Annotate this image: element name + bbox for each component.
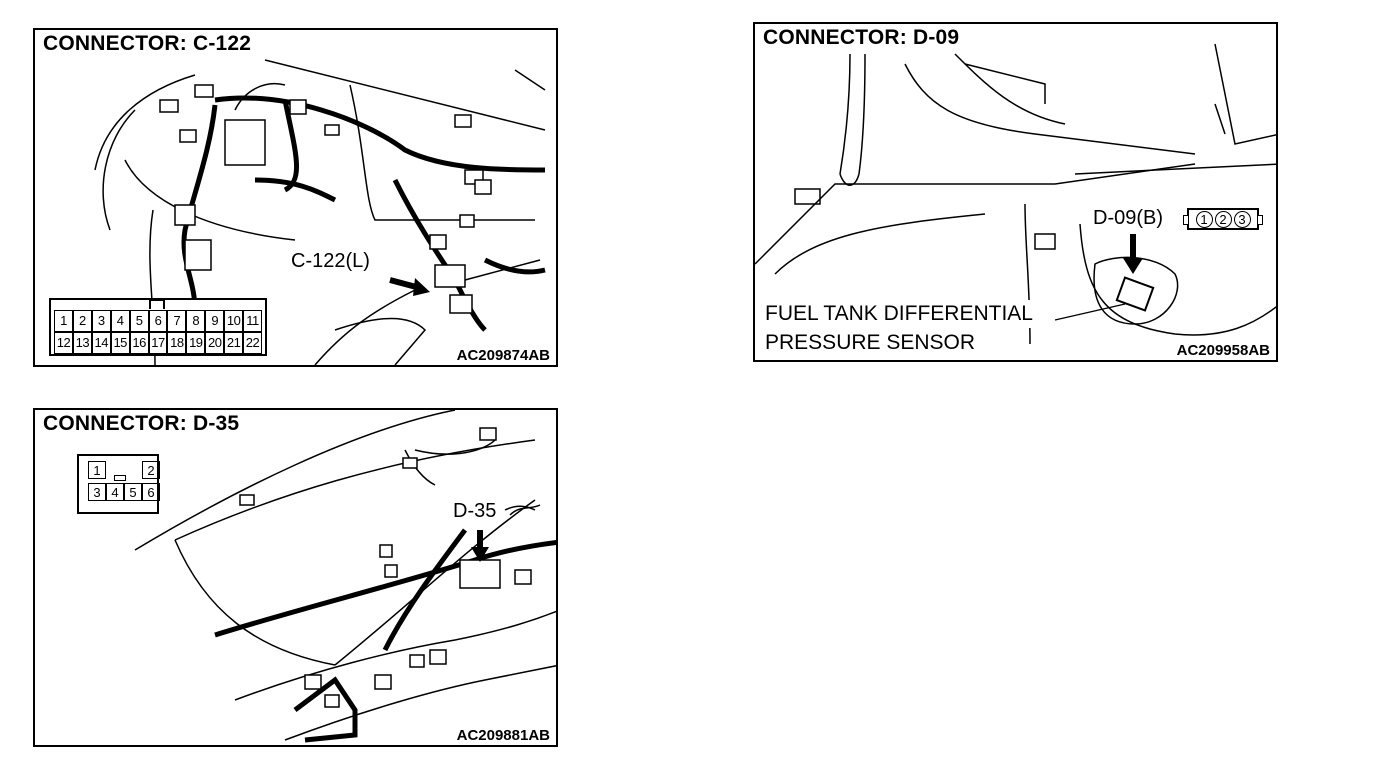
pin: 21 (224, 332, 244, 354)
pin: 2 (142, 461, 160, 479)
pin: 7 (167, 310, 187, 332)
connector-callout-d09: D-09(B) (1093, 207, 1164, 230)
pin: 6 (142, 483, 160, 501)
pin-row-top: 1 2 3 4 5 6 7 8 9 10 11 (54, 310, 262, 332)
pin: 11 (243, 310, 262, 332)
pin: 3 (91, 310, 111, 332)
panel-title: CONNECTOR: D-35 (43, 412, 242, 436)
pin: 9 (205, 310, 225, 332)
pin: 1 (1195, 210, 1213, 228)
pin: 1 (54, 310, 73, 332)
d35-windshield-harness-illustration (134, 410, 556, 743)
connector-ear (1257, 215, 1263, 225)
panel-title: CONNECTOR: C-122 (43, 32, 254, 56)
pin: 5 (129, 310, 149, 332)
panel-connector-d35: CONNECTOR: D-35 D-35 AC209881AB 1 2 3 4 … (33, 408, 558, 747)
pin: 5 (124, 483, 142, 501)
c122-harness-illustration (94, 59, 546, 365)
panel-connector-c122: CONNECTOR: C-122 C-122(L) AC209874AB 1 2… (33, 28, 558, 367)
pin: 20 (205, 332, 225, 354)
pin: 14 (91, 332, 111, 354)
pin: 10 (224, 310, 244, 332)
connector-pin-area: 1 2 3 4 5 6 (84, 461, 160, 505)
pin: 2 (72, 310, 92, 332)
pin: 22 (243, 332, 262, 354)
pin: 13 (72, 332, 92, 354)
pin: 1 (88, 461, 106, 479)
connector-latch (114, 475, 126, 481)
pin: 18 (167, 332, 187, 354)
connector-pinout-d09: 1 2 3 (1183, 208, 1263, 230)
d09-fuel-tank-illustration (755, 43, 1276, 345)
figure-code: AC209958AB (1174, 342, 1270, 359)
pin-row-bottom: 12 13 14 15 16 17 18 19 20 21 22 (54, 332, 262, 354)
pin: 3 (1233, 210, 1251, 228)
connector-ear (1183, 215, 1189, 225)
pin: 8 (186, 310, 206, 332)
connector-callout-d35: D-35 (453, 500, 497, 523)
pin: 15 (110, 332, 130, 354)
connector-pinout-d35: 1 2 3 4 5 6 (77, 454, 160, 514)
connector-callout-c122: C-122(L) (291, 250, 370, 273)
pin: 19 (186, 332, 206, 354)
pin: 2 (1214, 210, 1232, 228)
pin: 4 (106, 483, 124, 501)
connector-latch (149, 299, 165, 309)
figure-code: AC209874AB (454, 347, 550, 364)
pin: 4 (110, 310, 130, 332)
component-caption-line2: PRESSURE SENSOR (765, 329, 976, 357)
figure-code: AC209881AB (454, 727, 550, 744)
pin: 6 (148, 310, 168, 332)
pin: 3 (88, 483, 106, 501)
pin: 17 (148, 332, 168, 354)
connector-pinout-c122: 1 2 3 4 5 6 7 8 9 10 11 12 13 14 15 16 1… (49, 298, 267, 356)
pin: 12 (54, 332, 73, 354)
panel-title: CONNECTOR: D-09 (763, 26, 962, 50)
pin: 16 (129, 332, 149, 354)
panel-connector-d09: CONNECTOR: D-09 D-09(B) FUEL TANK DIFFER… (753, 22, 1278, 362)
component-caption-line1: FUEL TANK DIFFERENTIAL (765, 300, 1033, 328)
